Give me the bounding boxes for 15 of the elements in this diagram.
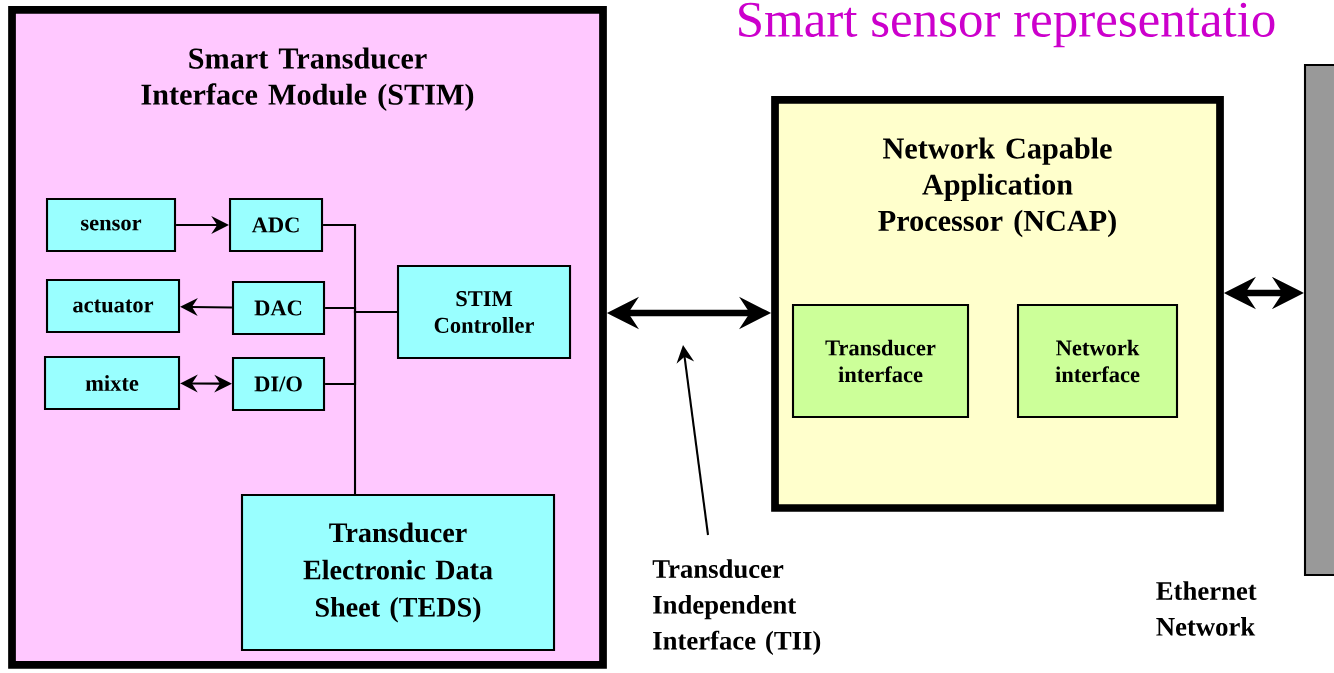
- block-box: Network interface: [1016, 303, 1179, 419]
- block-box: actuator: [45, 278, 181, 334]
- block-box: DI/O: [231, 356, 326, 412]
- caption-text: Ethernet Network: [1156, 581, 1257, 636]
- block-box: DAC: [231, 280, 326, 336]
- block-box: mixte: [43, 355, 181, 411]
- annotation-text: Transducer Independent Interface (TII): [652, 559, 821, 656]
- block-box: STIM Controller: [396, 264, 572, 360]
- network-bar: [1303, 63, 1334, 577]
- connector-line: [353, 310, 397, 494]
- block-box: Transducer interface: [791, 303, 970, 419]
- block-box: Transducer Electronic Data Sheet (TEDS): [240, 493, 556, 652]
- block-box: ADC: [228, 197, 324, 253]
- block-box: sensor: [45, 197, 177, 253]
- title: Smart sensor representatio: [739, 2, 1275, 48]
